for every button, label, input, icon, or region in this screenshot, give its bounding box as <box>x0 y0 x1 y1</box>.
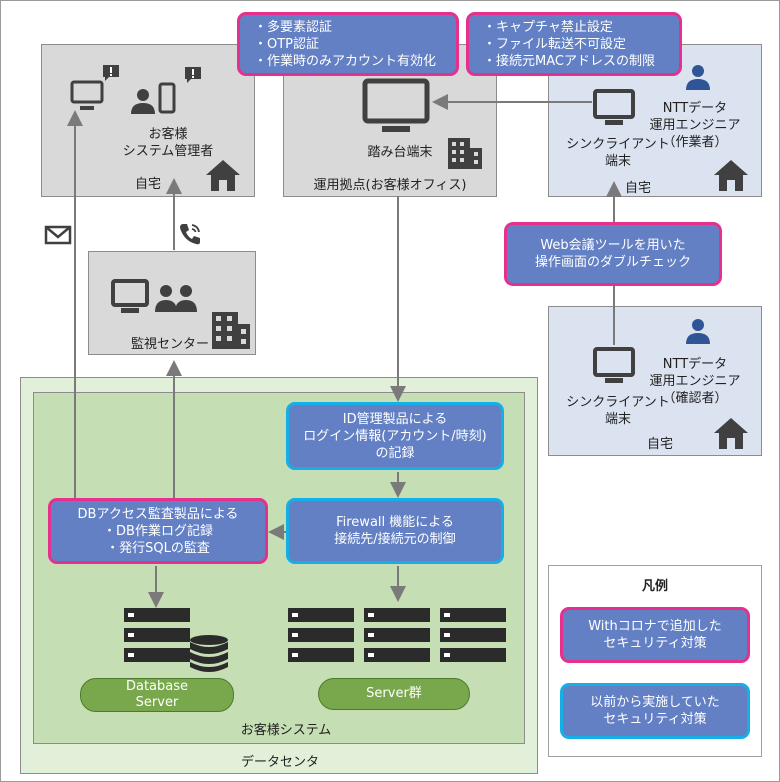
zone-home-operator-label: 自宅 <box>624 181 651 196</box>
monitor-icon <box>70 80 104 110</box>
zone-data-center-label: データセンタ <box>240 755 319 770</box>
server-rack-icon <box>124 608 190 662</box>
person-icon <box>686 65 710 90</box>
server-rack-icon <box>288 608 354 662</box>
zone-customer-system-label: お客様システム <box>240 723 332 738</box>
callout-web-meeting: Web会議ツールを用いた操作画面のダブルチェック <box>504 222 722 286</box>
approver-terminal-label: シンクライアント端末 <box>566 395 670 427</box>
callout-authentication: ・多要素認証・OTP認証・作業時のみアカウント有効化 <box>237 12 459 76</box>
phone-icon <box>180 224 200 245</box>
zone-home-approver-label: 自宅 <box>646 437 673 452</box>
jump-terminal-label: 踏み台端末 <box>367 145 433 160</box>
callout-db-audit: DBアクセス監査製品による・DB作業ログ記録・発行SQLの監査 <box>48 498 268 564</box>
building-icon <box>448 138 482 169</box>
server-rack-icon <box>440 608 506 662</box>
zone-monitoring-center-label: 監視センター <box>130 337 209 352</box>
person-icon <box>131 89 155 114</box>
building-icon <box>212 312 250 349</box>
server-rack-icon <box>364 608 430 662</box>
zone-ops-base-label: 運用拠点(お客様オフィス) <box>313 178 467 193</box>
database-icon <box>190 635 228 672</box>
house-icon <box>206 160 240 191</box>
legend-existing-measures: 以前から実施していたセキュリティ対策 <box>560 683 750 739</box>
group-icon <box>155 285 197 312</box>
person-icon <box>686 319 710 344</box>
callout-firewall: Firewall 機能による接続先/接続元の制御 <box>286 498 504 564</box>
callout-id-management: ID管理製品によるログイン情報(アカウント/時刻)の記録 <box>286 402 504 470</box>
monitor-icon <box>593 347 635 383</box>
customer-admin-label: お客様システム管理者 <box>122 127 214 159</box>
monitor-icon <box>362 78 430 132</box>
operator-role-label: NTTデータ運用エンジニア（作業者） <box>649 101 741 150</box>
operator-terminal-label: シンクライアント端末 <box>566 137 670 169</box>
server-group-label: Server群 <box>318 678 470 710</box>
house-icon <box>714 160 748 191</box>
zone-home-customer-label: 自宅 <box>134 177 161 192</box>
monitor-icon <box>111 279 149 313</box>
approver-role-label: NTTデータ運用エンジニア（確認者） <box>649 357 741 406</box>
mail-icon <box>44 225 72 245</box>
alert-badge-icon <box>185 67 201 83</box>
smartphone-icon <box>158 82 176 114</box>
house-icon <box>714 418 748 449</box>
alert-badge-icon <box>103 65 119 81</box>
legend-title: 凡例 <box>641 579 668 594</box>
monitor-icon <box>593 89 635 125</box>
legend-added-measures: Withコロナで追加したセキュリティ対策 <box>560 607 750 663</box>
callout-thin-client: ・キャプチャ禁止設定・ファイル転送不可設定・接続元MACアドレスの制限 <box>466 12 682 76</box>
